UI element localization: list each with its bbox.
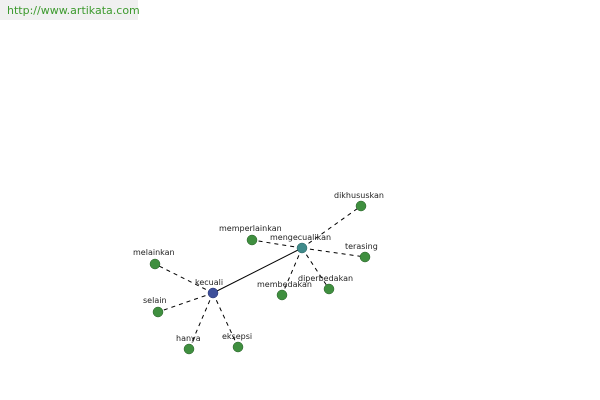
node-label-diperbedakan[interactable]: diperbedakan bbox=[298, 274, 353, 283]
node-hanya[interactable] bbox=[183, 343, 195, 355]
edge-mengecualikan-memperlainkan bbox=[251, 239, 303, 249]
node-terasing[interactable] bbox=[359, 251, 371, 263]
graph-labels: kecuali mengecualikan melainkan selain hanya… bbox=[133, 191, 384, 343]
edge-mengecualikan-terasing bbox=[301, 247, 366, 258]
edge-kecuali-melainkan bbox=[154, 263, 214, 294]
watermark-link[interactable]: http://www.artikata.com bbox=[7, 4, 140, 17]
node-mengecualikan[interactable] bbox=[296, 242, 308, 254]
node-label-dikhususkan[interactable]: dikhususkan bbox=[334, 191, 384, 200]
node-eksepsi[interactable] bbox=[232, 341, 244, 353]
node-label-selain[interactable]: selain bbox=[143, 296, 167, 305]
edge-kecuali-hanya bbox=[188, 292, 214, 350]
watermark-banner: http://www.artikata.com bbox=[0, 0, 140, 20]
node-label-mengecualikan[interactable]: mengecualikan bbox=[270, 233, 331, 242]
edge-mengecualikan-membedakan bbox=[281, 247, 303, 296]
node-kecuali[interactable] bbox=[207, 287, 219, 299]
edge-kecuali-eksepsi bbox=[212, 292, 239, 348]
node-diperbedakan[interactable] bbox=[323, 283, 335, 295]
node-label-kecuali[interactable]: kecuali bbox=[195, 278, 223, 287]
node-dikhususkan[interactable] bbox=[355, 200, 367, 212]
edge-kecuali-selain bbox=[157, 292, 214, 313]
node-label-melainkan[interactable]: melainkan bbox=[133, 248, 175, 257]
node-label-membedakan[interactable]: membedakan bbox=[257, 280, 312, 289]
graph-nodes bbox=[149, 200, 371, 355]
graph-edges bbox=[154, 205, 366, 350]
node-label-eksepsi[interactable]: eksepsi bbox=[222, 332, 252, 341]
edge-mengecualikan-diperbedakan bbox=[301, 247, 330, 290]
node-label-hanya[interactable]: hanya bbox=[176, 334, 201, 343]
node-memperlainkan[interactable] bbox=[246, 234, 258, 246]
edge-kecuali-mengecualikan bbox=[212, 247, 303, 294]
node-selain[interactable] bbox=[152, 306, 164, 318]
node-label-terasing[interactable]: terasing bbox=[345, 242, 378, 251]
node-melainkan[interactable] bbox=[149, 258, 161, 270]
node-label-memperlainkan[interactable]: memperlainkan bbox=[219, 224, 282, 233]
node-membedakan[interactable] bbox=[276, 289, 288, 301]
